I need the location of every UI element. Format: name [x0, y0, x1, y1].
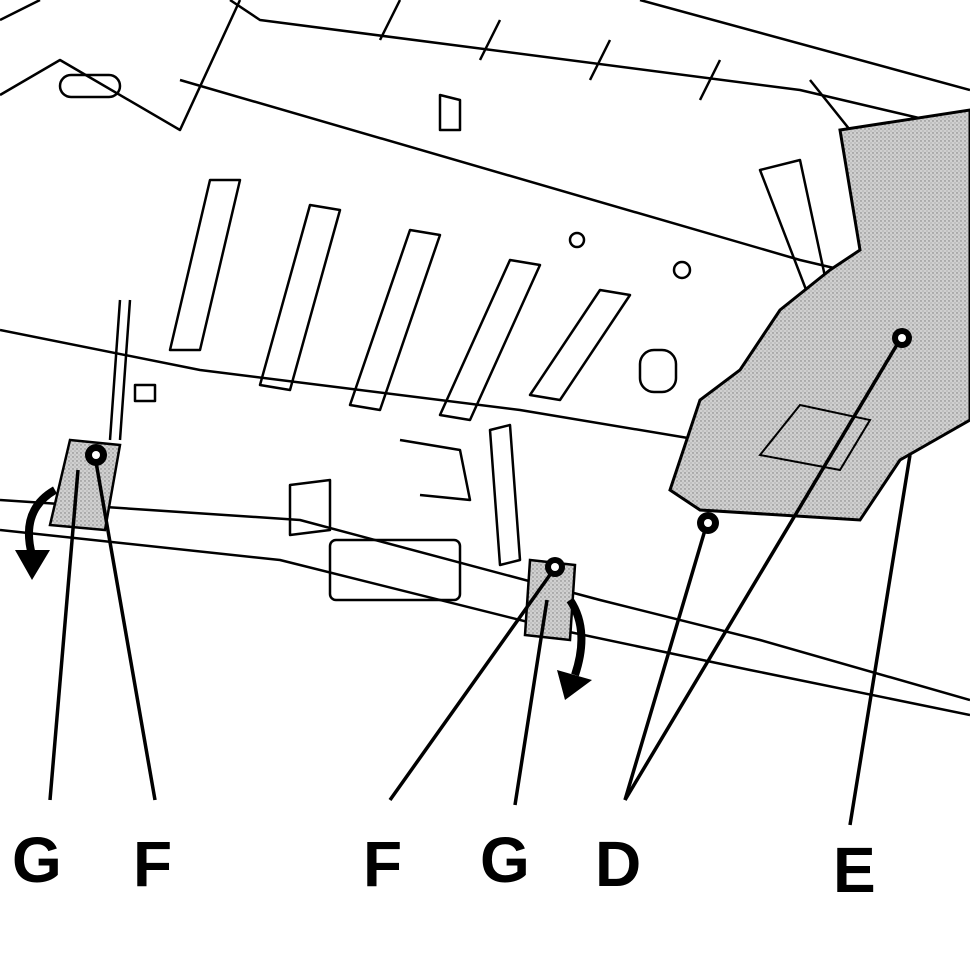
rotate-arrow-mid-icon — [566, 597, 586, 677]
callout-f-mid: F — [363, 828, 403, 900]
leader-lines — [48, 342, 912, 826]
rotate-arrow-left-icon — [24, 486, 58, 557]
panel-recess — [758, 403, 872, 472]
shield-panel-e — [668, 108, 970, 522]
flap-g-left — [48, 438, 122, 532]
callout-f-left: F — [133, 828, 173, 900]
callout-e: E — [833, 834, 876, 906]
arrowhead-left-icon — [15, 550, 50, 580]
arrowhead-mid-icon — [557, 670, 592, 700]
callout-g-mid: G — [480, 824, 530, 896]
callout-d: D — [595, 828, 642, 900]
callout-g-left: G — [12, 824, 62, 896]
